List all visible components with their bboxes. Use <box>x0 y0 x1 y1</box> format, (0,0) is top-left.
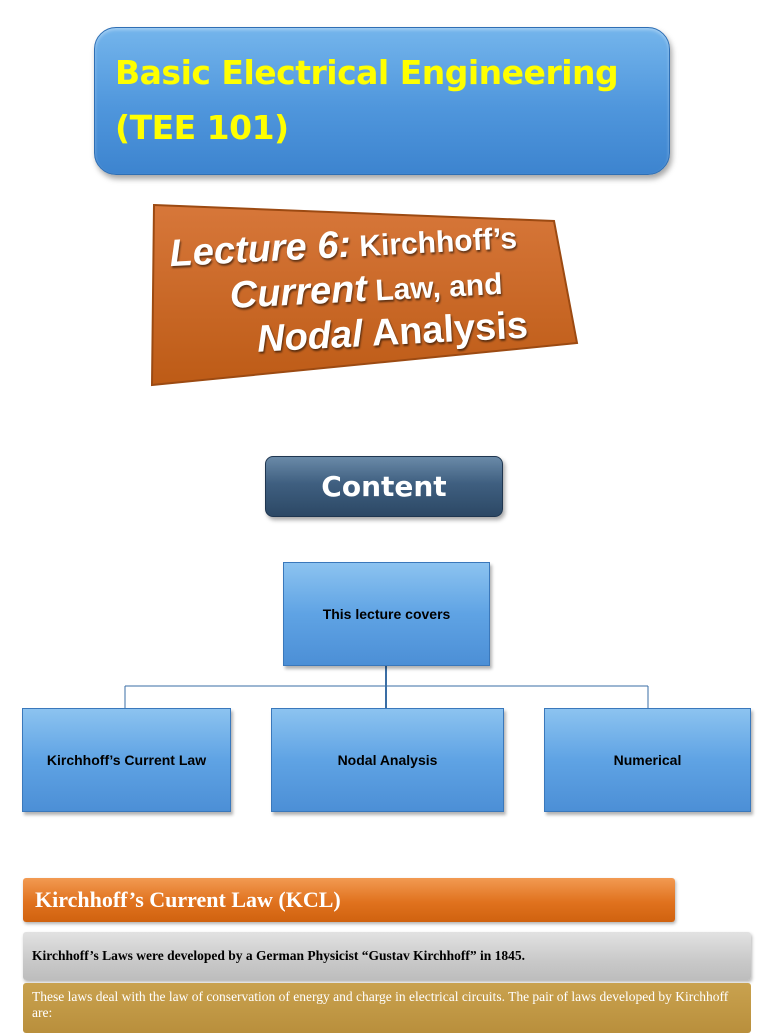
kcl-intro-text: Kirchhoff’s Laws were developed by a Ger… <box>23 932 751 980</box>
course-title: Basic Electrical Engineering <box>115 53 619 92</box>
lecture-title-banner: Lecture 6: Kirchhoff’s Current Law, and … <box>150 203 580 388</box>
hierarchy-item-nodal-analysis: Nodal Analysis <box>271 708 504 812</box>
hierarchy-item-numerical: Numerical <box>544 708 751 812</box>
hierarchy-item-kcl: Kirchhoff’s Current Law <box>22 708 231 812</box>
course-title-banner: Basic Electrical Engineering (TEE 101) <box>94 27 670 175</box>
kcl-section-heading: Kirchhoff’s Current Law (KCL) <box>23 878 675 922</box>
hierarchy-root: This lecture covers <box>283 562 490 666</box>
lecture-banner-shape <box>150 203 579 387</box>
kcl-body-text: These laws deal with the law of conserva… <box>23 983 751 1033</box>
content-heading: Content <box>265 456 503 517</box>
course-code: (TEE 101) <box>115 108 289 147</box>
